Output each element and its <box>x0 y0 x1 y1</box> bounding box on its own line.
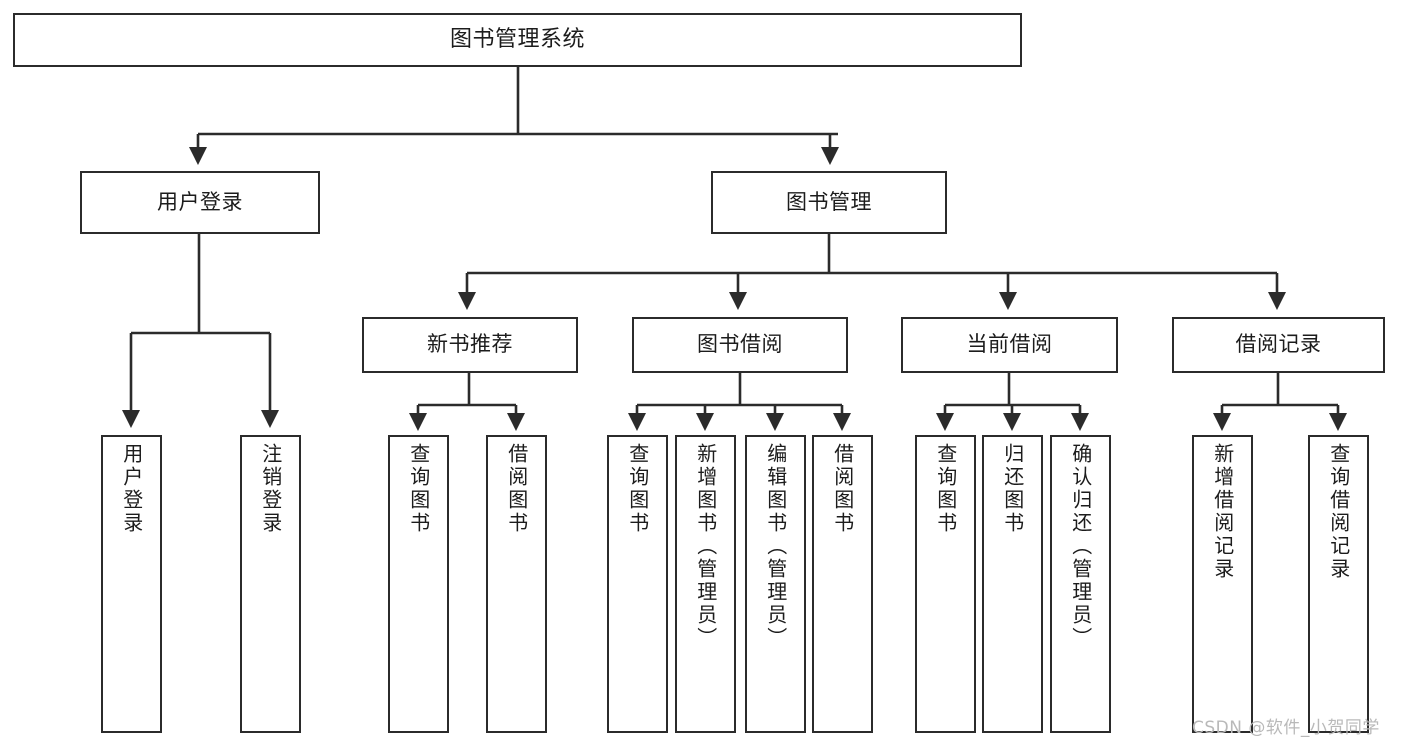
node-leaf-query-book-3[interactable]: 查询图书 <box>915 435 976 733</box>
node-new-book-recommend[interactable]: 新书推荐 <box>362 317 578 373</box>
node-leaf-borrow-book-1[interactable]: 借阅图书 <box>486 435 547 733</box>
node-borrow-record-label: 借阅记录 <box>1235 332 1322 357</box>
node-leaf-query-book-1[interactable]: 查询图书 <box>388 435 449 733</box>
node-book-management-label: 图书管理 <box>786 189 872 214</box>
node-book-borrow[interactable]: 图书借阅 <box>632 317 848 373</box>
node-borrow-record[interactable]: 借阅记录 <box>1172 317 1385 373</box>
node-leaf-add-record[interactable]: 新增借阅记录 <box>1192 435 1253 733</box>
node-leaf-query-book-3-label: 查询图书 <box>933 443 958 535</box>
watermark-text: CSDN @软件_小贺同学 <box>1192 718 1380 738</box>
node-leaf-add-book-label: 新增图书（管理员） <box>693 443 718 650</box>
node-user-login[interactable]: 用户登录 <box>80 171 320 234</box>
node-leaf-add-record-label: 新增借阅记录 <box>1210 443 1235 581</box>
node-current-borrow-label: 当前借阅 <box>966 332 1053 357</box>
node-current-borrow[interactable]: 当前借阅 <box>901 317 1118 373</box>
node-leaf-user-login[interactable]: 用户登录 <box>101 435 162 733</box>
node-user-login-label: 用户登录 <box>157 189 243 214</box>
node-leaf-logout-login[interactable]: 注销登录 <box>240 435 301 733</box>
node-leaf-borrow-book-1-label: 借阅图书 <box>504 443 529 535</box>
node-leaf-query-book-1-label: 查询图书 <box>406 443 431 535</box>
node-leaf-query-book-2-label: 查询图书 <box>625 443 650 535</box>
node-leaf-return-book[interactable]: 归还图书 <box>982 435 1043 733</box>
node-leaf-confirm-return-label: 确认归还（管理员） <box>1068 443 1093 650</box>
node-leaf-borrow-book-2-label: 借阅图书 <box>830 443 855 535</box>
node-leaf-edit-book[interactable]: 编辑图书（管理员） <box>745 435 806 733</box>
node-book-management[interactable]: 图书管理 <box>711 171 947 234</box>
node-book-borrow-label: 图书借阅 <box>697 332 783 357</box>
node-leaf-logout-login-label: 注销登录 <box>258 443 283 535</box>
node-leaf-user-login-label: 用户登录 <box>119 443 144 535</box>
node-leaf-add-book[interactable]: 新增图书（管理员） <box>675 435 736 733</box>
node-root-label: 图书管理系统 <box>449 26 585 52</box>
node-leaf-query-record-label: 查询借阅记录 <box>1326 443 1351 581</box>
node-leaf-confirm-return[interactable]: 确认归还（管理员） <box>1050 435 1111 733</box>
node-leaf-query-book-2[interactable]: 查询图书 <box>607 435 668 733</box>
node-leaf-return-book-label: 归还图书 <box>1000 443 1025 535</box>
node-root[interactable]: 图书管理系统 <box>13 13 1022 67</box>
node-leaf-borrow-book-2[interactable]: 借阅图书 <box>812 435 873 733</box>
node-leaf-edit-book-label: 编辑图书（管理员） <box>763 443 788 650</box>
node-leaf-query-record[interactable]: 查询借阅记录 <box>1308 435 1369 733</box>
node-new-book-recommend-label: 新书推荐 <box>427 332 513 357</box>
